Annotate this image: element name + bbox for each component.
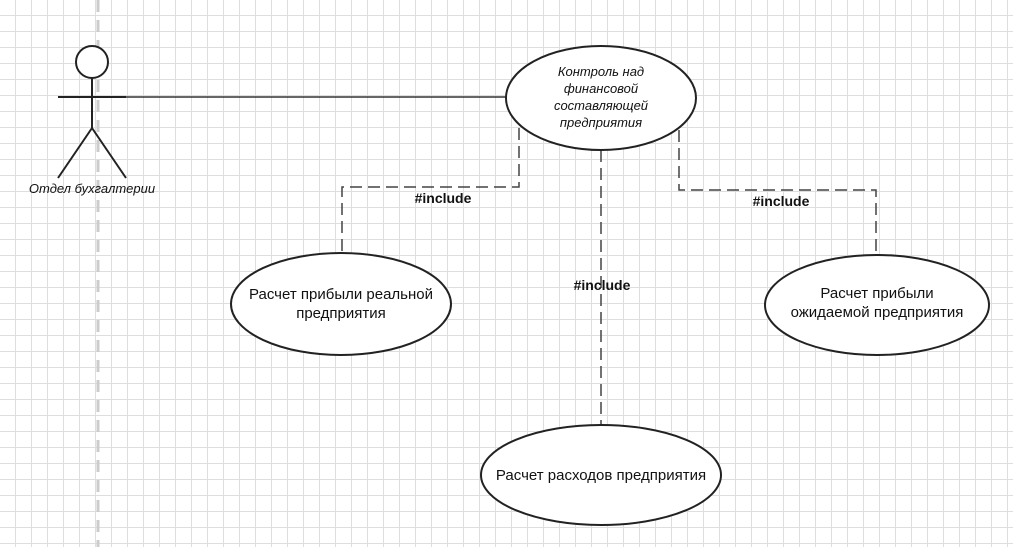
actor-head xyxy=(75,45,109,79)
usecase-expenses[interactable]: Расчет расходов предприятия xyxy=(480,424,722,526)
usecase-label-line: Контроль над xyxy=(558,64,644,79)
usecase-label-line: предприятия xyxy=(296,305,386,322)
actor-label: Отдел бухгалтерии xyxy=(29,181,155,196)
include-label-left: #include xyxy=(415,190,472,206)
usecase-label-line: Расчет прибыли xyxy=(820,285,933,302)
usecase-ellipse xyxy=(230,252,452,356)
usecase-label-line: Расчет прибыли реальной xyxy=(249,286,433,303)
actor-right-leg xyxy=(91,127,127,179)
usecase-ellipse xyxy=(480,424,722,526)
include-label-center: #include xyxy=(574,277,631,293)
include-connector-right xyxy=(678,130,877,255)
include-label-right: #include xyxy=(753,193,810,209)
usecase-ellipse xyxy=(764,254,990,356)
actor-left-leg xyxy=(57,127,93,179)
actor-figure[interactable] xyxy=(57,45,127,179)
usecase-real-profit[interactable]: Расчет прибыли реальной предприятия xyxy=(230,252,452,356)
usecase-label-line: составляющей xyxy=(554,98,648,113)
usecase-label-line: Расчет расходов предприятия xyxy=(496,467,706,484)
usecase-expected-profit[interactable]: Расчет прибыли ожидаемой предприятия xyxy=(764,254,990,356)
usecase-label-line: финансовой xyxy=(564,81,638,96)
usecase-label-line: ожидаемой предприятия xyxy=(791,304,964,321)
usecase-financial-control[interactable]: Контроль над финансовой составляющей пре… xyxy=(505,45,697,151)
include-connector-left xyxy=(341,128,520,253)
usecase-ellipse xyxy=(505,45,697,151)
usecase-label-line: предприятия xyxy=(560,115,642,130)
